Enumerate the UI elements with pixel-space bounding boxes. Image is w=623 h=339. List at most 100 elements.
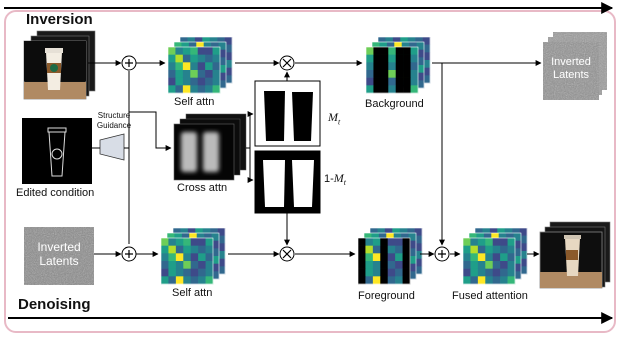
heatmap-cell xyxy=(500,261,508,269)
heatmap-cell xyxy=(395,62,404,71)
heatmap-cell xyxy=(195,228,204,236)
heatmap-cell xyxy=(492,261,501,269)
heatmap-cell xyxy=(414,266,423,275)
heatmap-cell xyxy=(370,228,378,236)
fused-attention-label: Fused attention xyxy=(452,290,528,302)
self-attn-top-label: Self attn xyxy=(174,96,215,108)
heatmap-cell xyxy=(519,258,528,267)
heatmap-cell xyxy=(485,261,494,269)
heatmap-cell xyxy=(492,245,501,254)
heatmap-cell xyxy=(212,85,221,94)
heatmap-cell xyxy=(408,240,417,249)
heatmap-cell xyxy=(507,276,516,285)
plus-operator-icon xyxy=(434,246,450,262)
heatmap-cell xyxy=(393,233,402,241)
heatmap-cell xyxy=(372,261,381,269)
heatmap-cell xyxy=(513,248,522,257)
heatmap-cell xyxy=(388,54,397,63)
input-image-stack xyxy=(23,30,96,100)
heatmap-cell xyxy=(408,263,417,272)
heatmap-cell xyxy=(372,268,381,277)
heatmap-cell xyxy=(507,261,516,269)
heatmap-cell xyxy=(168,47,176,55)
heatmap-cell xyxy=(189,233,198,241)
heatmap-cell xyxy=(187,228,196,236)
heatmap-cell xyxy=(183,245,192,254)
heatmap-cell xyxy=(380,62,389,71)
heatmap-cell xyxy=(403,70,411,78)
heatmap-cell xyxy=(470,261,479,269)
heatmap-cell xyxy=(198,276,206,285)
heatmap-cell xyxy=(519,243,528,252)
heatmap-cell xyxy=(190,261,199,269)
heatmap-cell xyxy=(175,245,184,254)
inverted-latents-output xyxy=(543,32,607,100)
heatmap-cell xyxy=(182,54,191,63)
heatmap-cell xyxy=(483,233,492,241)
heatmap-cell xyxy=(416,42,425,50)
heatmap-cell xyxy=(422,44,431,53)
heatmap-cell xyxy=(401,233,409,241)
heatmap-cell xyxy=(470,238,479,246)
heatmap-cell xyxy=(182,47,191,55)
heatmap-cell xyxy=(168,54,176,63)
heatmap-cell xyxy=(477,261,486,269)
heatmap-cell xyxy=(202,37,211,45)
heatmap-cell xyxy=(373,85,382,94)
heatmap-cell xyxy=(416,57,425,66)
heatmap-cell xyxy=(366,70,374,78)
heatmap-cell xyxy=(395,253,403,262)
heatmap-cell xyxy=(507,245,516,254)
heatmap-cell xyxy=(395,268,403,277)
heatmap-cell xyxy=(364,233,372,241)
heatmap-cell xyxy=(366,47,374,55)
heatmap-cell xyxy=(416,80,425,89)
structure-guidance-label: Structure Guidance xyxy=(96,111,132,130)
heatmap-cell xyxy=(217,37,225,45)
heatmap-cell xyxy=(379,42,388,50)
heatmap-cell xyxy=(497,228,506,236)
heatmap-cell xyxy=(395,238,403,246)
heatmap-cell xyxy=(512,228,520,236)
heatmap-cell xyxy=(395,77,404,86)
heatmap-cell xyxy=(500,276,508,285)
heatmap-cell xyxy=(422,37,431,45)
heatmap-cell xyxy=(183,261,192,269)
heatmap-cell xyxy=(380,245,389,254)
heatmap-cell xyxy=(395,276,403,285)
background-label: Background xyxy=(365,98,424,110)
heatmap-cell xyxy=(187,37,196,45)
heatmap-cell xyxy=(422,60,431,68)
heatmap-cell xyxy=(190,47,199,55)
heatmap-cell xyxy=(194,37,203,45)
heatmap-cell xyxy=(205,245,214,254)
heatmap-cell xyxy=(378,37,386,45)
heatmap-cell xyxy=(470,253,479,262)
heatmap-cell xyxy=(190,276,199,285)
heatmap-cell xyxy=(197,54,206,63)
heatmap-cell xyxy=(358,245,366,254)
heatmap-cell xyxy=(380,77,389,86)
heatmap-cell xyxy=(380,253,389,262)
heatmap-cell xyxy=(168,276,177,285)
heatmap-cell xyxy=(203,42,212,50)
heatmap-cell xyxy=(519,251,528,259)
heatmap-cell xyxy=(380,54,389,63)
heatmap-cell xyxy=(175,77,184,86)
heatmap-cell xyxy=(365,245,374,254)
heatmap-cell xyxy=(388,70,397,78)
heatmap-cell xyxy=(175,54,184,63)
heatmap-cell xyxy=(408,248,417,257)
heatmap-cell xyxy=(366,85,374,94)
heatmap-cell xyxy=(371,233,380,241)
heatmap-cell xyxy=(198,245,206,254)
heatmap-cell xyxy=(190,268,199,277)
heatmap-cell xyxy=(168,85,176,94)
foreground-label: Foreground xyxy=(358,290,415,302)
multiply-operator-icon xyxy=(279,246,295,262)
heatmap-cell xyxy=(500,245,508,254)
heatmap-cell xyxy=(198,261,206,269)
heatmap-cell xyxy=(182,85,191,94)
diagram-frame xyxy=(4,10,616,333)
